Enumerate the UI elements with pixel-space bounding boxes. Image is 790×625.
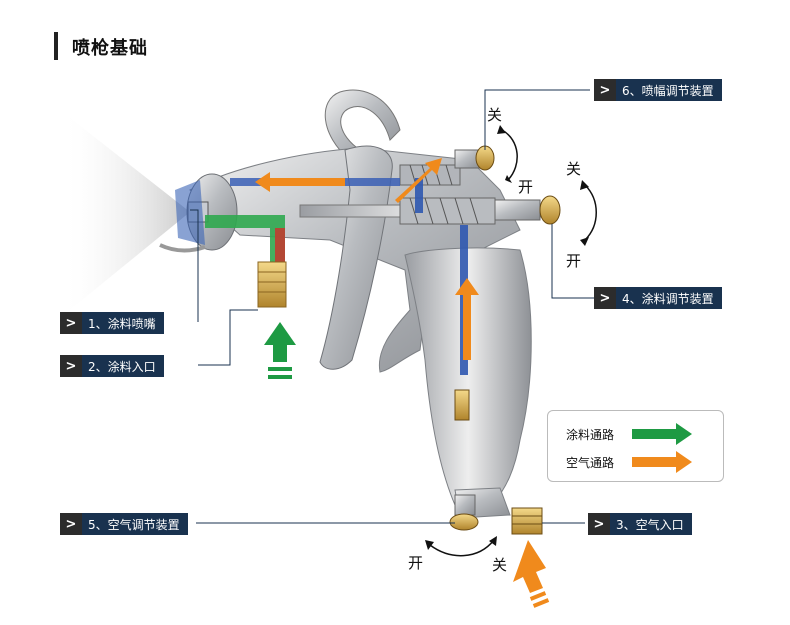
trigger	[319, 145, 393, 370]
orange-arrow-icon	[632, 451, 693, 473]
chevron-right-icon: >	[60, 513, 82, 535]
paint-inlet-arrow	[264, 322, 296, 379]
internal-air-arrows	[255, 158, 479, 360]
pattern-close-label: 关	[487, 106, 503, 124]
air-adjust-stem	[454, 494, 476, 516]
legend-item-paint: 涂料通路	[566, 423, 694, 445]
legend: 涂料通路 空气通路	[547, 410, 724, 482]
label-paint-nozzle: > 1、涂料喷嘴	[60, 312, 164, 334]
fluid-rotate-arrow	[584, 184, 597, 241]
gun-hook	[324, 89, 401, 161]
chevron-right-icon: >	[60, 355, 82, 377]
fluid-close-label: 关	[566, 160, 582, 178]
label-fluid-adjust: > 4、涂料调节装置	[594, 287, 722, 309]
fluid-adjust-stem	[494, 199, 541, 221]
pattern-open-label: 开	[518, 178, 534, 196]
air-inlet-fitting	[511, 507, 543, 535]
title-accent-bar	[54, 32, 58, 60]
air-adjust-knob	[449, 513, 479, 531]
chevron-right-icon: >	[588, 513, 610, 535]
air-open-label: 开	[408, 554, 424, 572]
air-inlet-arrow	[513, 540, 550, 608]
fluid-adjust-knob	[539, 195, 561, 225]
page-title: 喷枪基础	[72, 38, 148, 59]
green-arrow-icon	[632, 423, 693, 445]
label-pattern-adjust: > 6、喷幅调节装置	[594, 79, 722, 101]
label-air-inlet: > 3、空气入口	[588, 513, 692, 535]
label-paint-inlet: > 2、涂料入口	[60, 355, 164, 377]
pattern-rotate-arrow	[501, 129, 518, 181]
spray-cone	[60, 110, 190, 318]
legend-item-air: 空气通路	[566, 451, 694, 473]
chevron-right-icon: >	[594, 79, 616, 101]
air-close-label: 关	[492, 556, 508, 574]
label-air-adjust: > 5、空气调节装置	[60, 513, 188, 535]
fluid-open-label: 开	[566, 252, 582, 270]
chevron-right-icon: >	[60, 312, 82, 334]
chevron-right-icon: >	[594, 287, 616, 309]
leader-lines	[190, 89, 595, 524]
air-rotate-arrow	[429, 539, 495, 557]
paint-inlet-fitting	[257, 261, 287, 308]
gun-handle	[404, 247, 532, 506]
